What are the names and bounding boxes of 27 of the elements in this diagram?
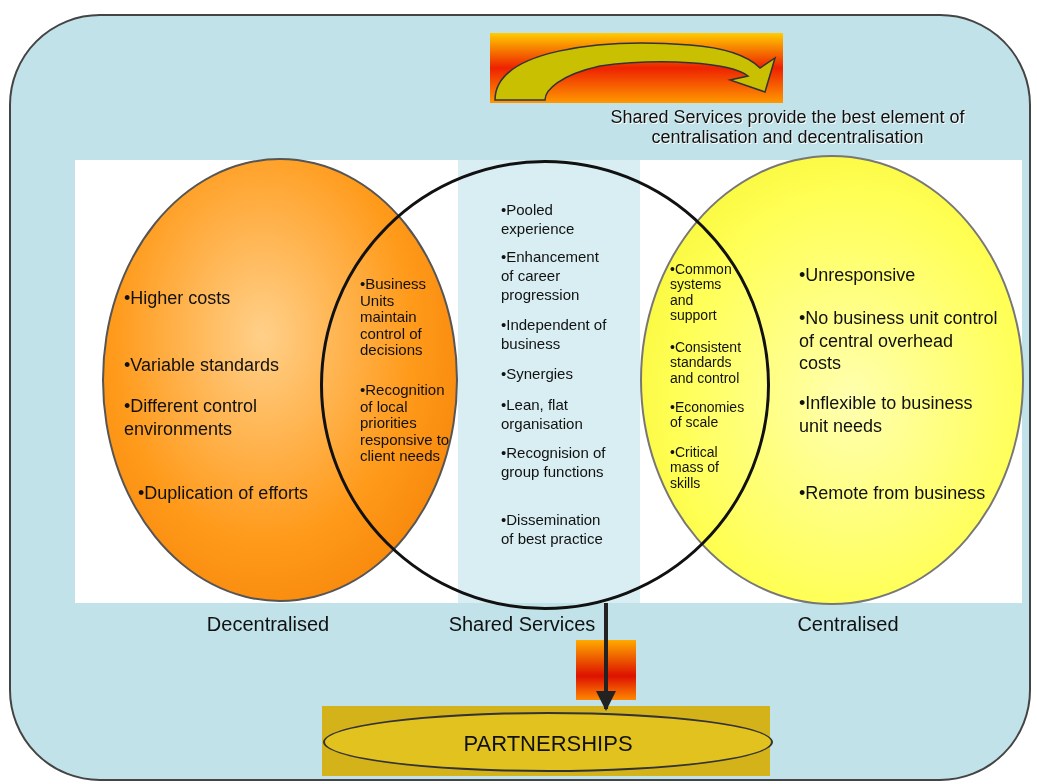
bullet-item: •Common systems and support xyxy=(670,262,732,324)
bullet-item: •Pooled experience xyxy=(501,201,576,239)
banner-text: PARTNERSHIPS xyxy=(462,729,634,758)
bullet-item: •Unresponsive xyxy=(799,264,917,287)
arrow xyxy=(576,603,636,711)
bullet-item: •Recognition of local priorities responsive to client needs xyxy=(360,382,451,465)
bullet-item: •Recognision of group functions xyxy=(501,444,607,482)
bullet-item: •Remote from business xyxy=(799,482,987,505)
bullet-item: •No business unit control of central overhead costs xyxy=(799,307,999,375)
set-label: Decentralised xyxy=(205,612,331,637)
bullet-item: •Lean, flat organisation xyxy=(501,396,584,434)
bullet-item: •Consistent standards and control xyxy=(670,340,743,387)
bullet-item: •Business Units maintain control of decisions xyxy=(360,276,428,359)
bullet-item: •Higher costs xyxy=(124,287,232,310)
bullet-item: •Enhancement of career progression xyxy=(501,248,600,305)
set-label: Centralised xyxy=(796,612,900,637)
callout-text: Shared Services provide the best element of centralisation and decentralisation xyxy=(609,108,966,148)
bullet-item: •Different control environments xyxy=(124,395,259,440)
bullet-item: •Economies of scale xyxy=(670,400,746,431)
set-label: Shared Services xyxy=(447,612,597,637)
bullet-item: •Dissemination of best practice xyxy=(501,511,604,549)
bullet-item: •Independent of business xyxy=(501,316,608,354)
bullet-item: •Variable standards xyxy=(124,354,281,377)
bullet-item: •Synergies xyxy=(501,365,574,384)
bullet-item: •Inflexible to business unit needs xyxy=(799,392,974,437)
bullet-item: •Duplication of efforts xyxy=(138,482,310,505)
bullet-item: •Critical mass of skills xyxy=(670,445,720,492)
